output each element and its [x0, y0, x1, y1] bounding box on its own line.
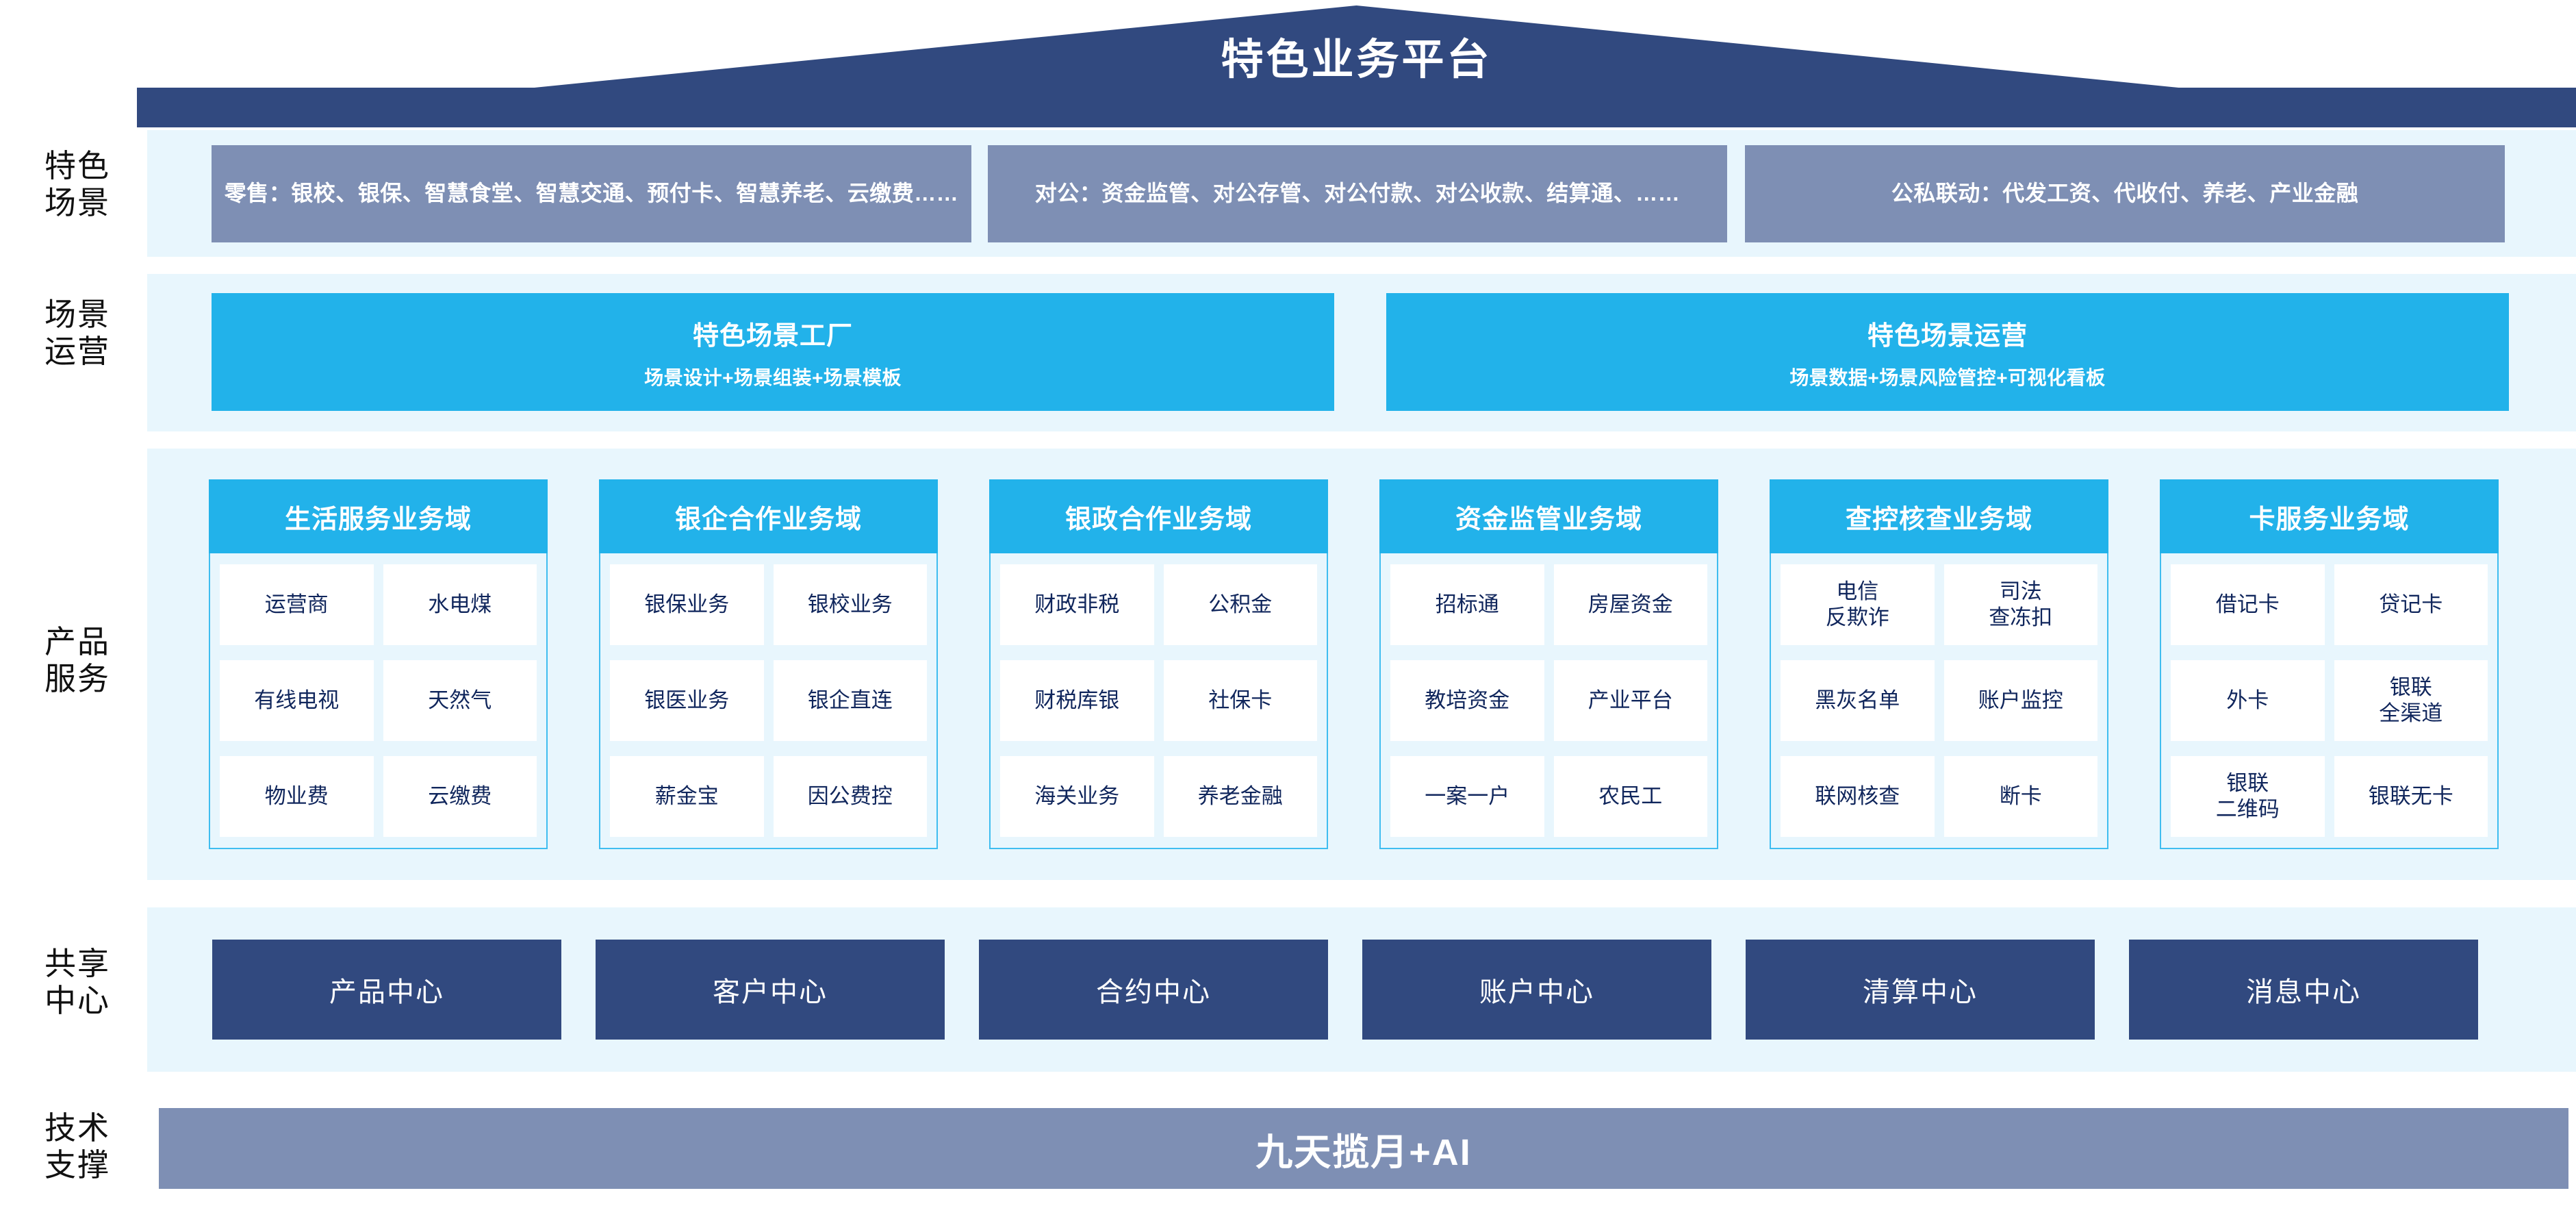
domain-cell-row: 海关业务 养老金融 — [1000, 756, 1317, 837]
domain-cell-row: 物业费 云缴费 — [220, 756, 537, 837]
domain-cell[interactable]: 断卡 — [1943, 756, 2097, 837]
domain-cell[interactable]: 招标通 — [1390, 564, 1544, 645]
domain-cell[interactable]: 司法 查冻扣 — [1943, 564, 2097, 645]
domain-cell[interactable]: 银医业务 — [610, 660, 764, 741]
domain-title: 资金监管业务域 — [1379, 479, 1718, 553]
domain-cell[interactable]: 银联 二维码 — [2171, 756, 2325, 837]
domain-cells: 电信 反欺诈 司法 查冻扣 黑灰名单 账户监控 联网核查 断卡 — [1770, 553, 2108, 849]
domain-cell-row: 教培资金 产业平台 — [1390, 660, 1707, 741]
domain-cell[interactable]: 银联 全渠道 — [2334, 660, 2488, 741]
domain-title: 生活服务业务域 — [209, 479, 548, 553]
operations-title: 特色场景运营 — [1867, 321, 2028, 351]
operations-band: 特色场景工厂 场景设计+场景组装+场景模板 特色场景运营 场景数据+场景风险管控… — [147, 274, 2576, 431]
shared-center-customer[interactable]: 客户中心 — [596, 940, 945, 1040]
domain-cell[interactable]: 外卡 — [2171, 660, 2325, 741]
domain-cells: 借记卡 贷记卡 外卡 银联 全渠道 银联 二维码 银联无卡 — [2160, 553, 2499, 849]
domain-cell[interactable]: 物业费 — [220, 756, 374, 837]
domain-cell[interactable]: 账户监控 — [1943, 660, 2097, 741]
domain-column-life-service[interactable]: 生活服务业务域 运营商 水电煤 有线电视 天然气 物业费 云缴费 — [209, 479, 548, 849]
row-label-operations: 场景 运营 — [44, 297, 110, 370]
domain-cells: 运营商 水电煤 有线电视 天然气 物业费 云缴费 — [209, 553, 548, 849]
row-label-shared: 共享 中心 — [44, 946, 110, 1019]
domain-cell-row: 电信 反欺诈 司法 查冻扣 — [1781, 564, 2097, 645]
operations-subtitle: 场景数据+场景风险管控+可视化看板 — [1789, 366, 2106, 388]
row-label-products: 产品 服务 — [44, 624, 110, 697]
domain-cell[interactable]: 农民工 — [1553, 756, 1707, 837]
domain-cell-row: 财政非税 公积金 — [1000, 564, 1317, 645]
shared-center-contract[interactable]: 合约中心 — [979, 940, 1328, 1040]
domain-cell[interactable]: 电信 反欺诈 — [1781, 564, 1935, 645]
platform-banner: 特色业务平台 — [137, 5, 2576, 127]
operations-subtitle: 场景设计+场景组装+场景模板 — [644, 366, 902, 388]
domain-cell[interactable]: 财税库银 — [1000, 660, 1154, 741]
domain-cell[interactable]: 银校业务 — [773, 564, 927, 645]
domain-cell-row: 黑灰名单 账户监控 — [1781, 660, 2097, 741]
domain-cell[interactable]: 因公费控 — [773, 756, 927, 837]
scenario-box-corporate[interactable]: 对公：资金监管、对公存管、对公付款、对公收款、结算通、…… — [988, 145, 1727, 242]
domain-cell[interactable]: 有线电视 — [220, 660, 374, 741]
domain-cells: 银保业务 银校业务 银医业务 银企直连 薪金宝 因公费控 — [599, 553, 938, 849]
domain-cell-row: 薪金宝 因公费控 — [610, 756, 927, 837]
domain-title: 银政合作业务域 — [989, 479, 1328, 553]
domain-column-investigation-control[interactable]: 查控核查业务域 电信 反欺诈 司法 查冻扣 黑灰名单 账户监控 联网核查 断卡 — [1770, 479, 2108, 849]
domain-cell-row: 银保业务 银校业务 — [610, 564, 927, 645]
roof-shape-icon — [137, 5, 2576, 127]
domain-cell[interactable]: 贷记卡 — [2334, 564, 2488, 645]
domain-cell[interactable]: 养老金融 — [1163, 756, 1317, 837]
domain-cell-row: 有线电视 天然气 — [220, 660, 537, 741]
domain-title: 查控核查业务域 — [1770, 479, 2108, 553]
domain-cell-row: 财税库银 社保卡 — [1000, 660, 1317, 741]
domain-cell-row: 外卡 银联 全渠道 — [2171, 660, 2488, 741]
domain-cells: 财政非税 公积金 财税库银 社保卡 海关业务 养老金融 — [989, 553, 1328, 849]
shared-band: 产品中心 客户中心 合约中心 账户中心 清算中心 消息中心 — [147, 907, 2576, 1072]
domain-cell[interactable]: 薪金宝 — [610, 756, 764, 837]
domain-cell[interactable]: 公积金 — [1163, 564, 1317, 645]
domain-title: 银企合作业务域 — [599, 479, 938, 553]
domain-column-fund-supervision[interactable]: 资金监管业务域 招标通 房屋资金 教培资金 产业平台 一案一户 农民工 — [1379, 479, 1718, 849]
domain-cell-row: 借记卡 贷记卡 — [2171, 564, 2488, 645]
domain-cell[interactable]: 银保业务 — [610, 564, 764, 645]
domain-cell[interactable]: 天然气 — [383, 660, 537, 741]
domain-cell[interactable]: 一案一户 — [1390, 756, 1544, 837]
operations-box-scene-factory[interactable]: 特色场景工厂 场景设计+场景组装+场景模板 — [212, 293, 1334, 411]
shared-center-product[interactable]: 产品中心 — [212, 940, 561, 1040]
domain-cell[interactable]: 房屋资金 — [1553, 564, 1707, 645]
domain-cell[interactable]: 银联无卡 — [2334, 756, 2488, 837]
domain-cell-row: 运营商 水电煤 — [220, 564, 537, 645]
domain-cell[interactable]: 运营商 — [220, 564, 374, 645]
domain-cell[interactable]: 社保卡 — [1163, 660, 1317, 741]
domain-cell[interactable]: 教培资金 — [1390, 660, 1544, 741]
domain-cell-row: 银联 二维码 银联无卡 — [2171, 756, 2488, 837]
shared-center-account[interactable]: 账户中心 — [1362, 940, 1711, 1040]
domain-cell[interactable]: 黑灰名单 — [1781, 660, 1935, 741]
page-title: 特色业务平台 — [1221, 36, 1492, 84]
domain-cell[interactable]: 借记卡 — [2171, 564, 2325, 645]
domain-cell[interactable]: 银企直连 — [773, 660, 927, 741]
scenario-box-public-private[interactable]: 公私联动：代发工资、代收付、养老、产业金融 — [1745, 145, 2505, 242]
shared-center-message[interactable]: 消息中心 — [2129, 940, 2478, 1040]
scenario-box-retail[interactable]: 零售：银校、银保、智慧食堂、智慧交通、预付卡、智慧养老、云缴费…… — [212, 145, 971, 242]
domain-cell-row: 一案一户 农民工 — [1390, 756, 1707, 837]
tech-support-bar[interactable]: 九天揽月+AI — [159, 1108, 2568, 1189]
domain-column-bank-enterprise[interactable]: 银企合作业务域 银保业务 银校业务 银医业务 银企直连 薪金宝 因公费控 — [599, 479, 938, 849]
row-label-tech: 技术 支撑 — [44, 1110, 110, 1183]
domain-cell-row: 银医业务 银企直连 — [610, 660, 927, 741]
scenarios-band: 零售：银校、银保、智慧食堂、智慧交通、预付卡、智慧养老、云缴费…… 对公：资金监… — [147, 130, 2576, 257]
domain-cell-row: 联网核查 断卡 — [1781, 756, 2097, 837]
domain-cell[interactable]: 海关业务 — [1000, 756, 1154, 837]
shared-center-clearing[interactable]: 清算中心 — [1746, 940, 2095, 1040]
domain-title: 卡服务业务域 — [2160, 479, 2499, 553]
domain-cell[interactable]: 水电煤 — [383, 564, 537, 645]
domain-cells: 招标通 房屋资金 教培资金 产业平台 一案一户 农民工 — [1379, 553, 1718, 849]
domain-cell[interactable]: 财政非税 — [1000, 564, 1154, 645]
domain-cell[interactable]: 产业平台 — [1553, 660, 1707, 741]
domain-column-bank-government[interactable]: 银政合作业务域 财政非税 公积金 财税库银 社保卡 海关业务 养老金融 — [989, 479, 1328, 849]
operations-title: 特色场景工厂 — [692, 321, 853, 351]
domain-cell[interactable]: 联网核查 — [1781, 756, 1935, 837]
domain-column-card-service[interactable]: 卡服务业务域 借记卡 贷记卡 外卡 银联 全渠道 银联 二维码 银联无卡 — [2160, 479, 2499, 849]
domain-cell-row: 招标通 房屋资金 — [1390, 564, 1707, 645]
domain-cell[interactable]: 云缴费 — [383, 756, 537, 837]
operations-box-scene-operation[interactable]: 特色场景运营 场景数据+场景风险管控+可视化看板 — [1386, 293, 2509, 411]
row-label-scenarios: 特色 场景 — [44, 148, 110, 221]
